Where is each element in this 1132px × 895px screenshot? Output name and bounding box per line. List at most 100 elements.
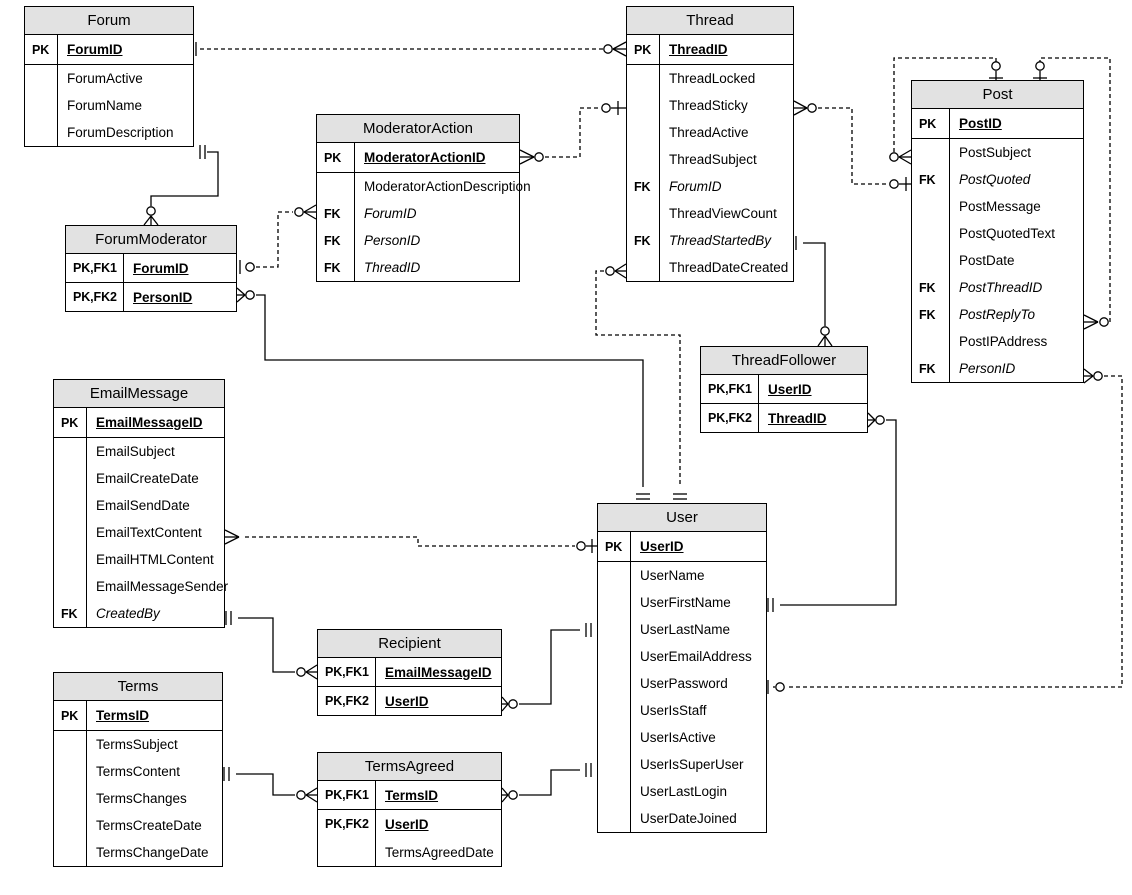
entity-title: Post xyxy=(912,81,1083,109)
key-label xyxy=(598,616,631,643)
attribute-row[interactable]: ThreadActive xyxy=(627,119,793,146)
attribute-row[interactable]: EmailMessageSender xyxy=(54,573,228,600)
attribute-row[interactable]: UserFirstName xyxy=(598,589,766,616)
attribute-row[interactable]: UserIsStaff xyxy=(598,697,766,724)
attribute-row[interactable]: UserIsSuperUser xyxy=(598,751,766,778)
attribute-row[interactable]: ModeratorActionDescription xyxy=(317,173,531,200)
attribute-row[interactable]: UserLastLogin xyxy=(598,778,766,805)
attribute-row[interactable]: ForumName xyxy=(25,92,193,119)
key-label: FK xyxy=(627,227,660,254)
attribute-name: UserID xyxy=(768,381,812,397)
attribute-row[interactable]: ThreadViewCount xyxy=(627,200,793,227)
attribute-name: UserID xyxy=(385,693,429,709)
attribute-row[interactable]: TermsChangeDate xyxy=(54,839,222,866)
attribute-name: PostDate xyxy=(959,253,1015,268)
attribute-row[interactable]: UserEmailAddress xyxy=(598,643,766,670)
key-label xyxy=(54,438,87,465)
attribute-row[interactable]: UserIsActive xyxy=(598,724,766,751)
attribute-row[interactable]: ForumActive xyxy=(25,65,193,92)
attribute-row[interactable]: EmailSendDate xyxy=(54,492,224,519)
attribute-name: ForumID xyxy=(364,206,417,221)
key-label: PK xyxy=(598,532,631,561)
key-label xyxy=(627,254,660,281)
rel-thread-threadfollower xyxy=(790,236,833,347)
attribute-row[interactable]: EmailTextContent xyxy=(54,519,224,546)
attribute-row[interactable]: TermsChanges xyxy=(54,785,222,812)
attribute-row[interactable]: EmailSubject xyxy=(54,438,224,465)
attribute-row[interactable]: UserPassword xyxy=(598,670,766,697)
attribute-row[interactable]: PostDate xyxy=(912,247,1083,274)
attribute-row[interactable]: EmailCreateDate xyxy=(54,465,224,492)
attribute-name: UserPassword xyxy=(640,676,728,691)
attribute-row[interactable]: PostMessage xyxy=(912,193,1083,220)
attribute-name: TermsSubject xyxy=(96,737,178,752)
attribute-row[interactable]: TermsAgreedDate xyxy=(318,838,501,866)
attribute-row[interactable]: UserName xyxy=(598,562,766,589)
attribute-row[interactable]: ThreadSticky xyxy=(627,92,793,119)
key-label xyxy=(54,573,87,600)
attribute-row[interactable]: TermsSubject xyxy=(54,731,222,758)
attribute-row[interactable]: PostIPAddress xyxy=(912,328,1083,355)
attribute-name: ThreadID xyxy=(669,42,728,57)
key-label xyxy=(627,65,660,92)
key-label: PK,FK2 xyxy=(318,810,376,838)
attribute-row[interactable]: ForumDescription xyxy=(25,119,193,146)
rel-thread-user-startedby xyxy=(595,263,687,500)
attribute-row[interactable]: ThreadDateCreated xyxy=(627,254,793,281)
attribute-row[interactable]: TermsContent xyxy=(54,758,222,785)
rel-forummoderator-moderatoraction xyxy=(239,204,317,274)
attribute-row[interactable]: UserLastName xyxy=(598,616,766,643)
attribute-row[interactable]: UserDateJoined xyxy=(598,805,766,832)
attribute-row[interactable]: TermsCreateDate xyxy=(54,812,222,839)
attribute-row[interactable]: ThreadLocked xyxy=(627,65,793,92)
key-label xyxy=(317,173,355,200)
attribute-row[interactable]: ThreadSubject xyxy=(627,146,793,173)
attribute-row[interactable]: EmailHTMLContent xyxy=(54,546,224,573)
attribute-name: PostSubject xyxy=(959,145,1032,160)
attribute-row[interactable]: PostQuotedText xyxy=(912,220,1083,247)
attribute-name: EmailSendDate xyxy=(96,498,190,513)
attribute-name: UserIsSuperUser xyxy=(640,757,744,772)
key-label xyxy=(912,247,950,274)
attribute-row[interactable]: PostSubject xyxy=(912,139,1083,166)
